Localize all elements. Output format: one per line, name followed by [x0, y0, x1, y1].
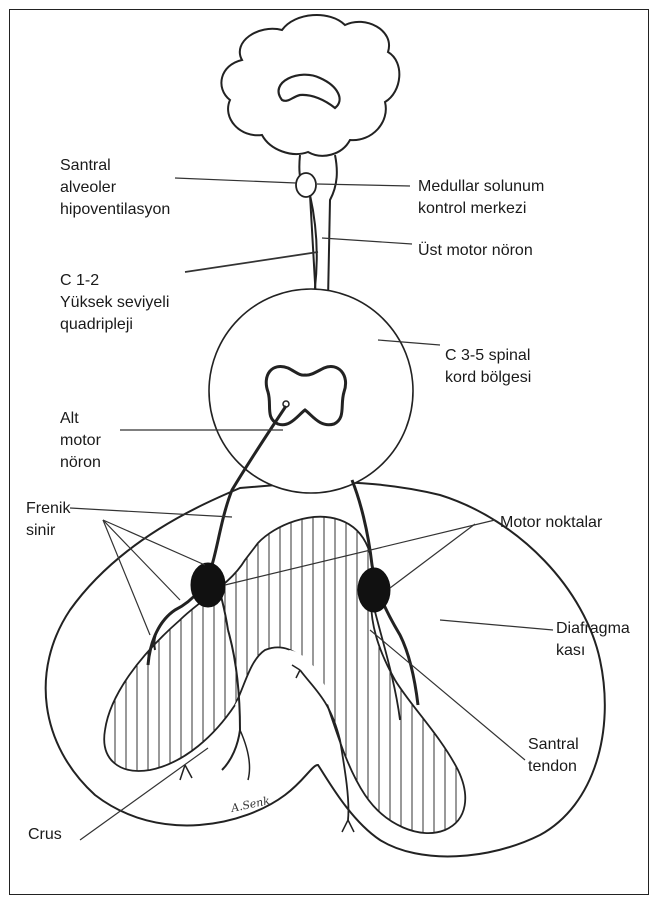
label-crus: Crus	[28, 824, 62, 846]
label-ust-motor-noron: Üst motor nöron	[418, 240, 533, 262]
label-frenik-sinir: Frenik sinir	[26, 498, 70, 542]
label-medullar-solunum: Medullar solunum kontrol merkezi	[418, 176, 544, 220]
label-diafragma-kasi: Diafragma kası	[556, 618, 630, 662]
label-motor-noktalar: Motor noktalar	[500, 512, 602, 534]
motor-point-right	[358, 568, 390, 612]
label-c12-quadripleji: C 1-2 Yüksek seviyeli quadripleji	[60, 270, 169, 336]
medulla-oval	[296, 173, 316, 197]
label-c35-spinal: C 3-5 spinal kord bölgesi	[445, 345, 531, 389]
label-santral-tendon: Santral tendon	[528, 734, 579, 778]
label-alt-motor-noron: Alt motor nöron	[60, 408, 101, 474]
leader-ust-motor	[322, 238, 412, 244]
label-santral-alveoler: Santral alveoler hipoventilasyon	[60, 155, 170, 221]
motor-point-left	[191, 563, 225, 607]
leader-medullar	[317, 184, 410, 186]
leader-c12	[185, 252, 318, 272]
leader-santral-alveoler	[175, 178, 296, 183]
